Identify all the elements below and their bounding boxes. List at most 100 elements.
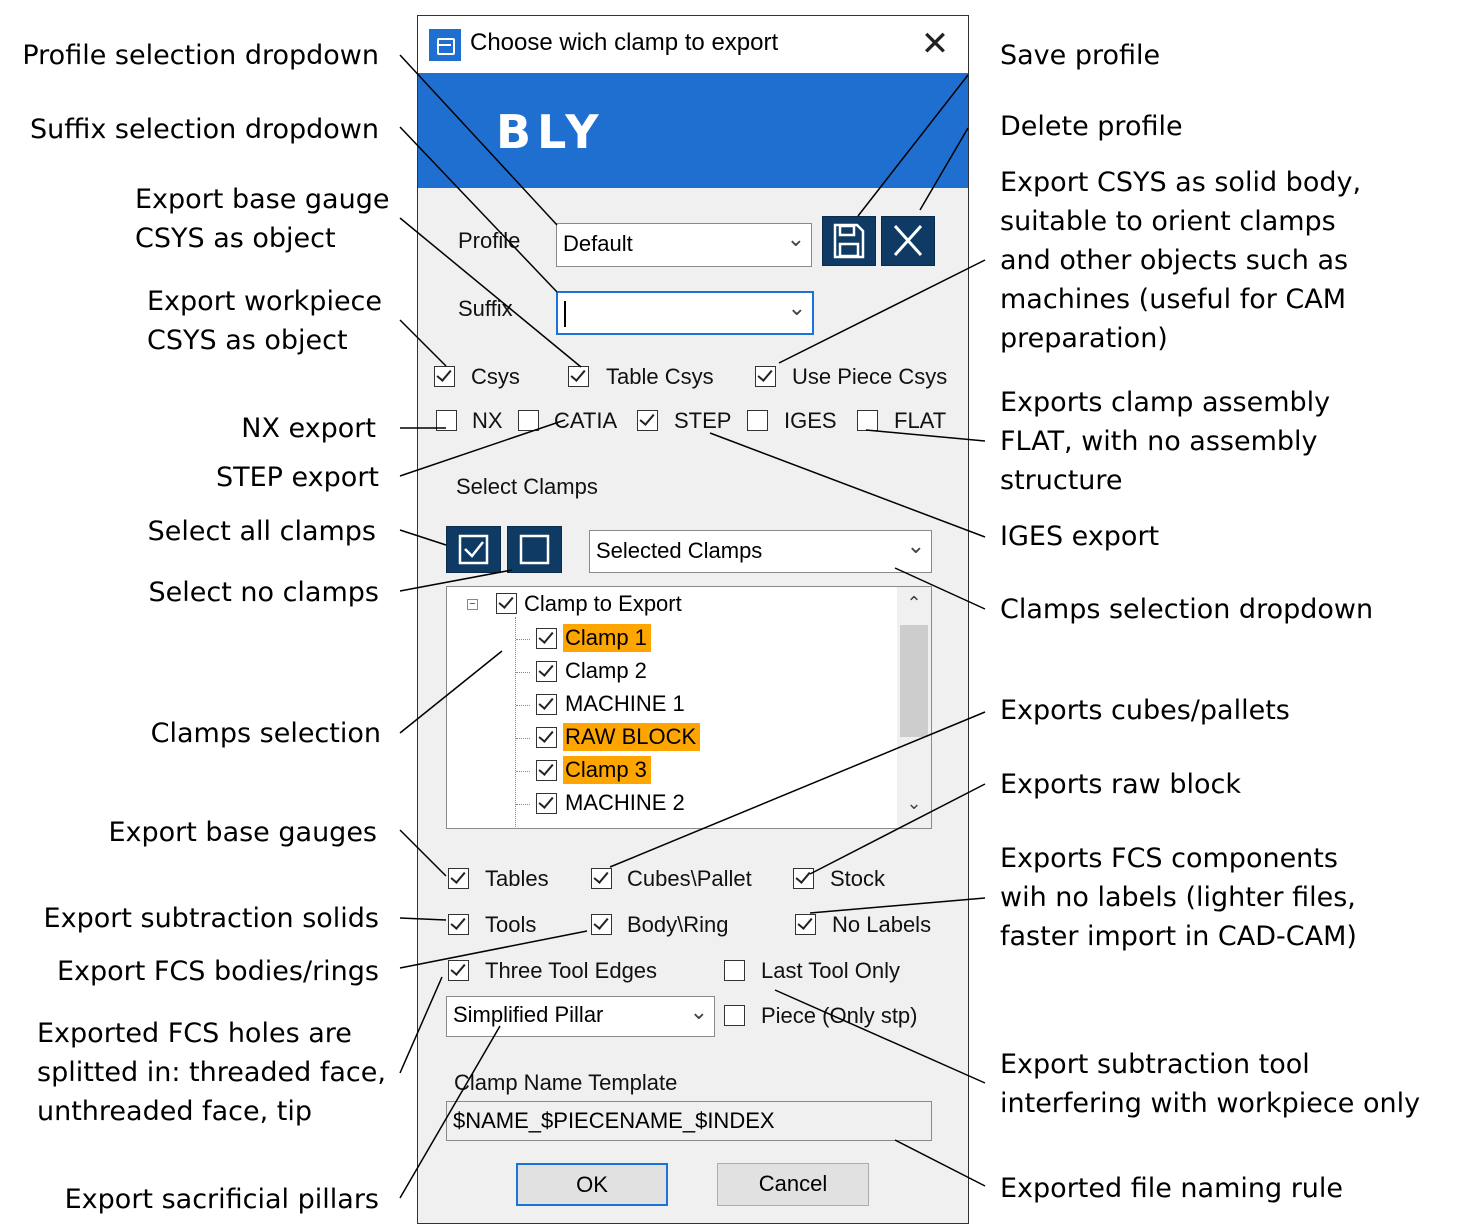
nx-label: NX bbox=[472, 408, 503, 433]
tree-branch bbox=[516, 672, 530, 673]
catia-label: CATIA bbox=[554, 408, 618, 433]
save-profile-button[interactable] bbox=[822, 216, 876, 266]
annotation-save-profile: Save profile bbox=[1000, 40, 1161, 71]
tree-item[interactable]: MACHINE 2 bbox=[565, 790, 685, 815]
tree-item[interactable]: Clamp 3 bbox=[563, 756, 651, 784]
close-button[interactable]: ✕ bbox=[920, 25, 950, 63]
step-label: STEP bbox=[674, 408, 732, 433]
delete-profile-button[interactable] bbox=[881, 216, 935, 266]
annotation-flat-export: Exports clamp assembly FLAT, with no ass… bbox=[1000, 387, 1331, 496]
tools-checkbox[interactable] bbox=[448, 914, 469, 935]
annotation-fcs-holes: Exported FCS holes are splitted in: thre… bbox=[37, 1018, 386, 1127]
annotation-delete-profile: Delete profile bbox=[1000, 111, 1183, 142]
empty-box-icon bbox=[519, 534, 550, 565]
annotation-last-tool-only: Export subtraction tool interfering with… bbox=[1000, 1049, 1421, 1119]
nx-checkbox[interactable] bbox=[436, 410, 457, 431]
annotation-workpiece-csys: Export workpiece CSYS as object bbox=[147, 286, 383, 356]
tree-item-checkbox[interactable] bbox=[536, 628, 557, 649]
annotation-select-all-clamps: Select all clamps bbox=[147, 516, 376, 547]
tables-checkbox[interactable] bbox=[448, 868, 469, 889]
tree-branch bbox=[516, 705, 530, 706]
export-dialog: Choose wich clamp to export ✕ BLY Profil… bbox=[417, 15, 969, 1224]
suffix-dropdown[interactable]: ⌄ bbox=[556, 291, 814, 335]
tree-item[interactable]: Clamp 2 bbox=[565, 658, 647, 683]
scroll-thumb[interactable] bbox=[900, 625, 928, 737]
annotation-cubes-pallets: Exports cubes/pallets bbox=[1000, 695, 1290, 726]
ok-button[interactable]: OK bbox=[516, 1163, 668, 1206]
clamps-tree[interactable]: − Clamp to Export Clamp 1 Clamp 2 MACHIN… bbox=[446, 586, 932, 829]
chevron-down-icon: ⌄ bbox=[787, 295, 806, 320]
tree-item-checkbox[interactable] bbox=[536, 760, 557, 781]
tree-item-checkbox[interactable] bbox=[536, 727, 557, 748]
table-csys-label: Table Csys bbox=[606, 364, 714, 389]
tree-item[interactable]: RAW BLOCK bbox=[563, 723, 701, 751]
tree-item[interactable]: MACHINE 1 bbox=[565, 691, 685, 716]
annotation-step-export: STEP export bbox=[215, 462, 379, 493]
three-tool-edges-checkbox[interactable] bbox=[448, 960, 469, 981]
tree-root-label: Clamp to Export bbox=[524, 591, 682, 616]
tree-branch bbox=[516, 639, 530, 640]
annotation-no-labels: Exports FCS components wih no labels (li… bbox=[1000, 843, 1357, 952]
annotation-sacrificial-pillars: Export sacrificial pillars bbox=[64, 1184, 379, 1215]
no-labels-checkbox[interactable] bbox=[795, 914, 816, 935]
tree-scrollbar[interactable]: ⌃ ⌄ bbox=[897, 587, 931, 828]
tree-item-checkbox[interactable] bbox=[536, 661, 557, 682]
step-checkbox[interactable] bbox=[637, 410, 658, 431]
piece-only-stp-checkbox[interactable] bbox=[724, 1005, 745, 1026]
scroll-down-icon[interactable]: ⌄ bbox=[906, 793, 922, 813]
clamps-selection-dropdown[interactable]: Selected Clamps ⌄ bbox=[589, 530, 932, 573]
x-icon bbox=[893, 224, 923, 257]
tree-item-checkbox[interactable] bbox=[536, 793, 557, 814]
cubes-pallet-label: Cubes\Pallet bbox=[627, 866, 752, 891]
suffix-label: Suffix bbox=[458, 296, 513, 321]
annotation-base-gauge-csys: Export base gauge CSYS as object bbox=[135, 184, 390, 254]
iges-label: IGES bbox=[784, 408, 837, 433]
csys-checkbox[interactable] bbox=[434, 366, 455, 387]
tree-root-checkbox[interactable] bbox=[496, 593, 517, 614]
app-icon bbox=[429, 29, 461, 61]
last-tool-only-checkbox[interactable] bbox=[724, 960, 745, 981]
stock-checkbox[interactable] bbox=[793, 868, 814, 889]
three-tool-edges-label: Three Tool Edges bbox=[485, 958, 658, 983]
iges-checkbox[interactable] bbox=[747, 410, 768, 431]
annotation-suffix-dropdown: Suffix selection dropdown bbox=[29, 114, 379, 145]
profile-value: Default bbox=[563, 231, 633, 256]
annotation-file-naming: Exported file naming rule bbox=[1000, 1173, 1344, 1204]
profile-dropdown[interactable]: Default ⌄ bbox=[556, 223, 812, 267]
use-piece-csys-label: Use Piece Csys bbox=[792, 364, 948, 389]
text-caret bbox=[564, 301, 566, 327]
flat-label: FLAT bbox=[894, 408, 947, 433]
piece-only-stp-label: Piece (Only stp) bbox=[761, 1003, 918, 1028]
flat-checkbox[interactable] bbox=[857, 410, 878, 431]
body-ring-label: Body\Ring bbox=[627, 912, 729, 937]
select-all-clamps-button[interactable] bbox=[446, 526, 501, 573]
clamps-dropdown-value: Selected Clamps bbox=[596, 538, 763, 563]
header-banner: BLY bbox=[418, 73, 968, 188]
tables-label: Tables bbox=[485, 866, 549, 891]
cubes-pallet-checkbox[interactable] bbox=[591, 868, 612, 889]
tree-item[interactable]: Clamp 1 bbox=[563, 624, 651, 652]
pillar-dropdown[interactable]: Simplified Pillar ⌄ bbox=[446, 996, 715, 1037]
select-clamps-label: Select Clamps bbox=[456, 474, 598, 499]
table-csys-checkbox[interactable] bbox=[568, 366, 589, 387]
bly-logo: BLY bbox=[496, 105, 605, 159]
tree-branch bbox=[516, 771, 530, 772]
title-bar[interactable]: Choose wich clamp to export ✕ bbox=[418, 16, 968, 73]
annotation-fcs-bodies: Export FCS bodies/rings bbox=[56, 956, 379, 987]
name-template-field[interactable]: $NAME_$PIECENAME_$INDEX bbox=[446, 1101, 932, 1141]
checked-box-icon bbox=[458, 534, 489, 565]
tools-label: Tools bbox=[485, 912, 537, 937]
catia-checkbox[interactable] bbox=[518, 410, 539, 431]
annotation-subtraction-solids: Export subtraction solids bbox=[43, 903, 379, 934]
use-piece-csys-checkbox[interactable] bbox=[755, 366, 776, 387]
tree-item-checkbox[interactable] bbox=[536, 694, 557, 715]
csys-label: Csys bbox=[471, 364, 520, 389]
body-ring-checkbox[interactable] bbox=[591, 914, 612, 935]
select-no-clamps-button[interactable] bbox=[507, 526, 562, 573]
scroll-up-icon[interactable]: ⌃ bbox=[906, 593, 922, 613]
last-tool-only-label: Last Tool Only bbox=[761, 958, 901, 983]
cancel-button[interactable]: Cancel bbox=[717, 1163, 869, 1206]
collapse-icon[interactable]: − bbox=[467, 599, 478, 610]
chevron-down-icon: ⌄ bbox=[906, 533, 925, 558]
annotation-profile-dropdown: Profile selection dropdown bbox=[22, 40, 379, 71]
